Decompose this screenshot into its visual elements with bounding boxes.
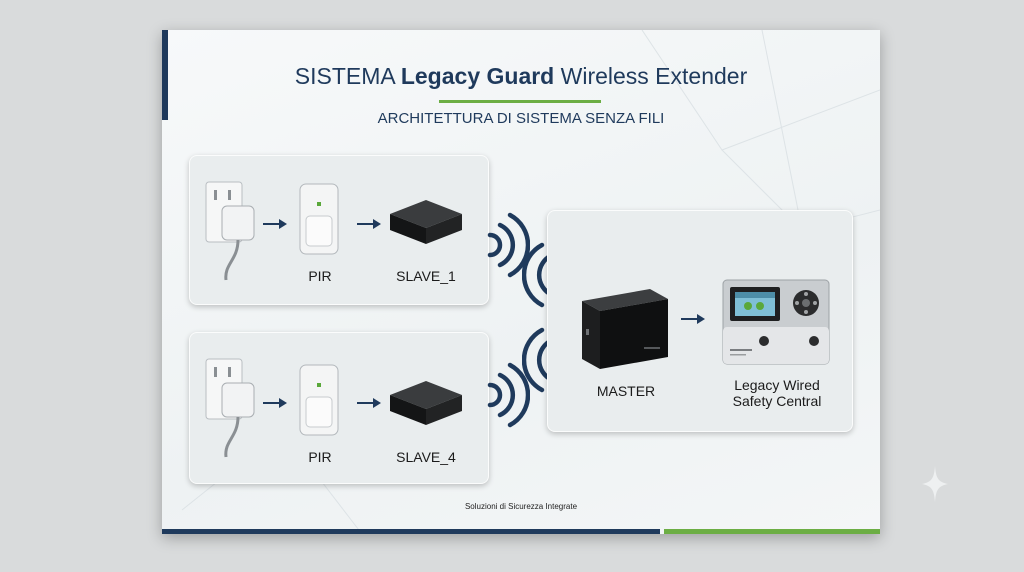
- central-label-line1: Legacy Wired: [734, 377, 820, 393]
- arrow-right-icon: [357, 398, 381, 408]
- slave-device-icon: [390, 381, 462, 425]
- master-device-icon: [582, 289, 668, 369]
- pir-sensor-icon: [299, 183, 339, 255]
- page-title: SISTEMA Legacy Guard Wireless Extender: [162, 63, 880, 90]
- arrow-right-icon: [681, 314, 705, 324]
- wireless-signal-icon: [487, 362, 530, 428]
- power-outlet-icon: [205, 358, 255, 458]
- central-label-line2: Safety Central: [732, 393, 822, 409]
- arrow-right-icon: [263, 398, 287, 408]
- slave-device-icon: [390, 200, 462, 244]
- sensor-chain-panel-bottom: PIR SLAVE_4: [189, 332, 489, 484]
- accent-bar: [162, 30, 168, 120]
- title-suffix: Wireless Extender: [560, 63, 748, 89]
- wireless-signal-icon: [487, 212, 530, 278]
- bottom-bar-navy: [162, 529, 660, 534]
- control-panel-icon: [722, 279, 830, 365]
- arrow-right-icon: [357, 219, 381, 229]
- sensor-chain-panel-top: PIR SLAVE_1: [189, 155, 489, 305]
- central-label: Legacy Wired Safety Central: [716, 377, 838, 409]
- arrow-right-icon: [263, 219, 287, 229]
- master-hub-panel: MASTER Legacy Wired Safety Cen: [547, 210, 853, 432]
- slave-label: SLAVE_4: [396, 449, 456, 465]
- bottom-bar-green: [664, 529, 880, 534]
- page-subtitle: ARCHITETTURA DI SISTEMA SENZA FILI: [377, 110, 665, 127]
- diagram-slide: SISTEMA Legacy Guard Wireless Extender A…: [162, 30, 880, 534]
- title-brand: Legacy Guard: [400, 63, 555, 89]
- power-outlet-icon: [205, 181, 255, 281]
- title-underline: [439, 100, 601, 103]
- pir-sensor-icon: [299, 364, 339, 436]
- master-label: MASTER: [596, 383, 656, 399]
- sparkle-icon: [922, 466, 948, 502]
- slave-label: SLAVE_1: [396, 268, 456, 284]
- pir-label: PIR: [308, 449, 332, 465]
- pir-label: PIR: [308, 268, 332, 284]
- footer-text: Soluzioni di Sicurezza Integrate: [464, 502, 578, 511]
- title-prefix: SISTEMA: [294, 63, 395, 89]
